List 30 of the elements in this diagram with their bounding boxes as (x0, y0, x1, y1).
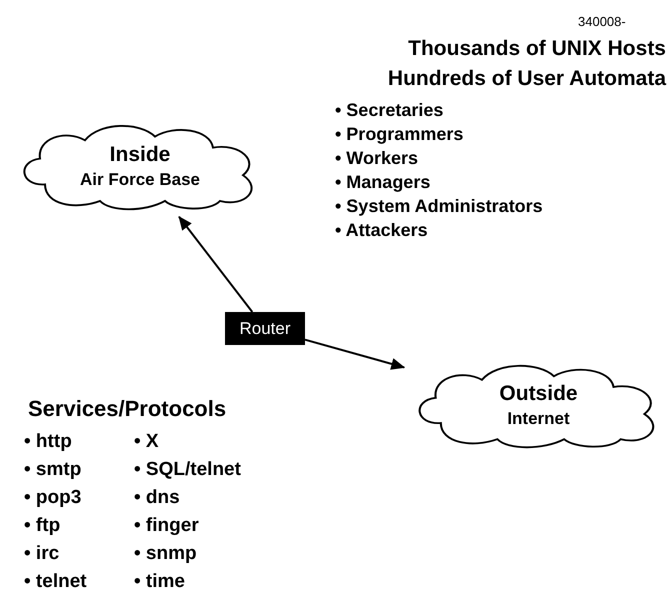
cloud-title: Inside (110, 142, 170, 168)
arrow (304, 338, 406, 370)
router-box (225, 312, 305, 345)
bullet-item: • telnet (24, 570, 87, 594)
bullet-item: • pop3 (24, 486, 82, 510)
bullet-item: • snmp (134, 542, 198, 566)
figure-number: 340008- (578, 13, 626, 31)
bullet-item: • finger (134, 514, 200, 538)
bullet-item: • System Administrators (335, 195, 543, 218)
bullet-item: • Attackers (335, 219, 429, 242)
cloud-subtitle: Internet (507, 408, 570, 429)
bullet-item: • SQL/telnet (134, 458, 241, 482)
bullet-item: • time (134, 570, 186, 594)
cloud-subtitle: Air Force Base (80, 168, 200, 190)
bullet-item: • X (134, 430, 160, 454)
cloud-title: Outside (499, 381, 578, 408)
bullet-item: • ftp (24, 514, 62, 538)
bullet-item: • irc (24, 542, 60, 566)
heading: Services/Protocols (28, 395, 226, 423)
bullet-item: • http (24, 430, 73, 454)
heading: Thousands of UNIX Hosts (408, 36, 666, 62)
heading: Hundreds of User Automata (388, 66, 666, 92)
arrow (178, 216, 254, 313)
bullet-item: • Workers (335, 147, 420, 170)
bullet-item: • Managers (335, 171, 432, 194)
router-label: Router (239, 318, 291, 340)
bullet-item: • smtp (24, 458, 82, 482)
bullet-item: • Programmers (335, 123, 464, 146)
bullet-item: • Secretaries (335, 99, 444, 122)
bullet-item: • dns (134, 486, 181, 510)
